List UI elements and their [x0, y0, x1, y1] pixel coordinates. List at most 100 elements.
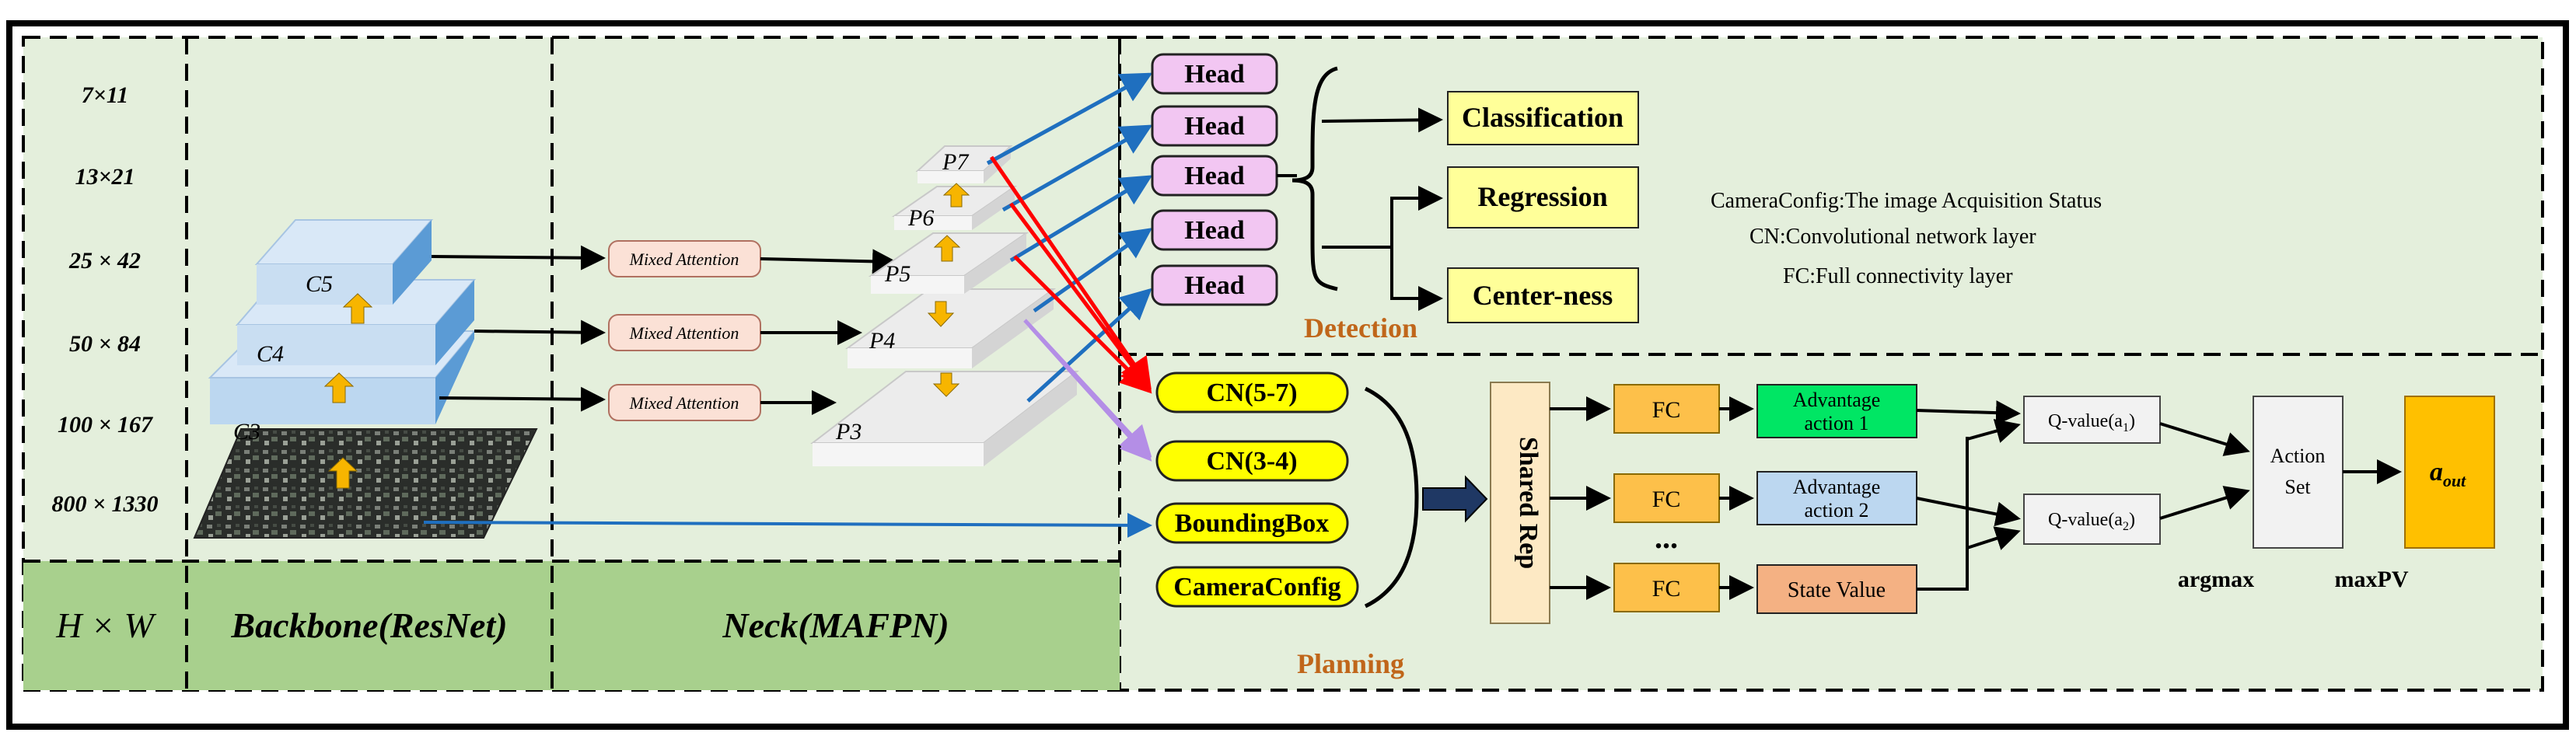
detection-bracket [1291, 66, 1338, 291]
c4-label: C4 [257, 341, 284, 367]
state-to-q1-arrow [1966, 419, 2021, 443]
fc-box: FC [1613, 473, 1720, 523]
bottom-label-bar [23, 561, 1120, 690]
state-to-q2-arrow [1966, 526, 2021, 550]
attention-box: Mixed Attention [608, 384, 761, 421]
up-arrow-icon [933, 235, 961, 262]
attention-label: Mixed Attention [629, 249, 739, 269]
q1-label: Q-value(a1) [2048, 411, 2135, 434]
c3-to-attention-arrow [439, 386, 606, 412]
bracket-to-classification-arrow [1321, 107, 1443, 133]
bracket-branch-down [1390, 247, 1443, 311]
aout-box: aout [2404, 396, 2495, 549]
p6-to-cn57-arrow [1008, 202, 1152, 392]
centerness-box: Center-ness [1447, 267, 1639, 323]
c3-layer-side [435, 331, 474, 424]
p7-layer-front [918, 171, 984, 183]
attention-box: Mixed Attention [608, 314, 761, 351]
p5-to-head-arrow [1009, 175, 1153, 263]
attention-label: Mixed Attention [629, 323, 739, 343]
up-arrow-icon [342, 293, 373, 324]
c3-layer-front [210, 378, 435, 424]
p3-layer-side [984, 371, 1077, 466]
p5-to-cn57-arrow [1013, 255, 1152, 394]
purple-arrows [1023, 319, 1152, 462]
planning-section-label: Planning [1297, 648, 1404, 679]
action-set-box: Action Set [2253, 396, 2344, 549]
fc-label: FC [1652, 397, 1681, 423]
image-to-boundingbox-arrow [423, 512, 1152, 538]
fc-label: FC [1652, 487, 1681, 512]
action-set-line1: Action [2270, 445, 2326, 467]
q1-label-sub: 1 [2123, 421, 2129, 434]
c4-to-attention-arrow [474, 319, 606, 345]
state-to-q-lines [1917, 437, 1969, 591]
p5-layer-side [964, 233, 1026, 294]
neck-label: Neck(MAFPN) [722, 605, 949, 645]
resolution-label: 100 × 167 [58, 412, 153, 438]
cn57-label: CN(5-7) [1206, 378, 1297, 407]
p5-layer-front [871, 276, 964, 294]
state-value-box: State Value [1756, 564, 1917, 614]
attention-to-p5-arrow [760, 249, 897, 274]
head-label: Head [1184, 162, 1245, 190]
bracket-branch [1322, 186, 1443, 249]
p3-layer-front [813, 443, 984, 466]
cameraconfig-box: CameraConfig [1155, 566, 1359, 608]
c5-label: C5 [306, 271, 333, 297]
head-box: Head [1151, 155, 1278, 197]
regression-label: Regression [1477, 181, 1607, 212]
head-label: Head [1184, 112, 1245, 141]
resolution-label: 50 × 84 [69, 331, 141, 357]
advantage1-box: Advantage action 1 [1756, 384, 1917, 438]
q2-to-actionset-arrow [2159, 486, 2250, 520]
action-set-line2: Set [2284, 476, 2311, 498]
legend-line: CameraConfig:The image Acquisition Statu… [1711, 189, 2102, 213]
p7-to-head-arrow [986, 72, 1153, 166]
backbone-stack: C5 C4 C3 [193, 219, 538, 539]
advantage1-line2: action 1 [1804, 412, 1868, 434]
cn57-box: CN(5-7) [1155, 371, 1349, 413]
p4-layer-front [848, 348, 972, 368]
q2-label: Q-value(a2) [2048, 510, 2135, 533]
p6-layer-front [894, 216, 972, 230]
advantage2-line2: action 2 [1804, 499, 1868, 521]
q1-to-actionset-arrow [2159, 422, 2250, 456]
hw-label: H × W [55, 605, 156, 645]
head-box: Head [1151, 53, 1278, 95]
legend-line: FC:Full connectivity layer [1783, 264, 2013, 288]
argmax-label: argmax [2178, 567, 2254, 592]
p4-label: P4 [869, 328, 895, 354]
cameraconfig-label: CameraConfig [1173, 573, 1340, 602]
q2-label-text: Q-value(a [2048, 510, 2123, 530]
down-arrow-icon [932, 372, 960, 397]
c5-to-attention-arrow [431, 245, 606, 270]
p7-label: P7 [942, 149, 970, 175]
detection-panel [1118, 36, 2544, 356]
resolution-label: 7×11 [82, 82, 128, 108]
boundingbox-box: BoundingBox [1155, 502, 1349, 544]
aout-sub: out [2443, 471, 2466, 490]
detection-section-label: Detection [1304, 312, 1417, 344]
shared-rep-label: Shared Rep [1514, 437, 1543, 569]
cn34-box: CN(3-4) [1155, 440, 1349, 482]
p3-to-cn34-arrow [1029, 325, 1152, 462]
advantage2-line1: Advantage [1793, 476, 1881, 498]
boundingbox-label: BoundingBox [1175, 509, 1329, 538]
aerial-image [193, 428, 538, 539]
resolution-labels: 7×11 13×21 25 × 42 50 × 84 100 × 167 800… [51, 82, 158, 517]
maxpv-label: maxPV [2335, 567, 2409, 592]
p4-layer-side [972, 289, 1054, 368]
advantage2-box: Advantage action 2 [1756, 471, 1917, 525]
pyramid-to-head-arrows [986, 72, 1153, 403]
resolution-label: 25 × 42 [68, 248, 141, 274]
down-arrow-icon [927, 301, 955, 327]
regression-box: Regression [1447, 166, 1639, 228]
backbone-label: Backbone(ResNet) [230, 605, 507, 645]
legend: CameraConfig:The image Acquisition Statu… [1711, 189, 2102, 288]
red-arrows [989, 155, 1152, 394]
shared-rep-box: Shared Rep [1490, 382, 1550, 624]
p5-label: P5 [884, 261, 911, 287]
q1-box: Q-value(a1) [2023, 396, 2161, 444]
